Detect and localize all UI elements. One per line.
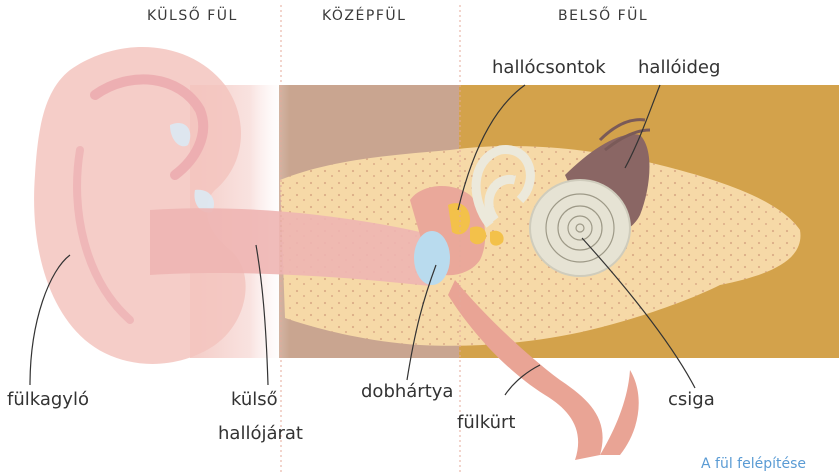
label-eardrum: dobhártya [361,381,453,402]
label-ossicles: hallócsontok [492,57,606,78]
header-outer-ear: KÜLSŐ FÜL [147,8,238,24]
label-auditory-nerve: hallóideg [638,57,720,78]
label-ear-canal-line1: külső [231,389,278,410]
label-eustachian-tube: fülkürt [457,412,515,433]
label-cochlea: csiga [668,389,715,410]
eustachian-tube-tip [600,370,639,455]
label-ear-canal-line2: hallójárat [218,423,303,444]
label-pinna: fülkagyló [7,389,89,410]
header-middle-ear: KÖZÉPFÜL [322,8,406,24]
figure-caption: A fül felépítése [701,456,806,472]
header-inner-ear: BELSŐ FÜL [558,8,648,24]
